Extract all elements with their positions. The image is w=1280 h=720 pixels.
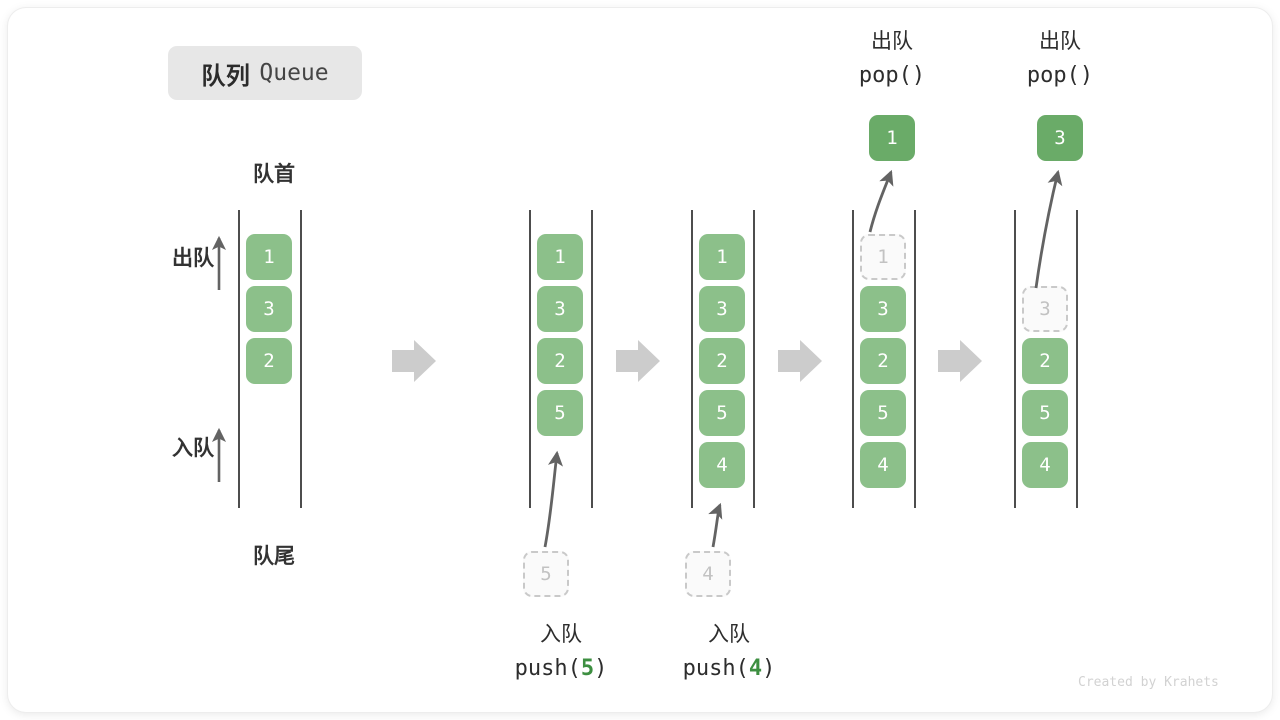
queue-cell: 3: [246, 286, 292, 332]
queue-rail-left: [238, 210, 240, 508]
operation-code: push(4): [682, 656, 776, 681]
queue-rail-right: [300, 210, 302, 508]
queue-rail-right: [753, 210, 755, 508]
queue-cell: 2: [860, 338, 906, 384]
queue-rail-left: [1014, 210, 1016, 508]
outgoing-ghost-cell: 3: [1022, 286, 1068, 332]
queue-cell: 1: [537, 234, 583, 280]
queue-cell: 4: [860, 442, 906, 488]
queue-cell: 2: [1022, 338, 1068, 384]
incoming-ghost-cell: 5: [523, 551, 569, 597]
dequeue-direction-label: 出队: [172, 247, 214, 270]
queue-rail-right: [1076, 210, 1078, 508]
queue-cell: 5: [699, 390, 745, 436]
operation-caption-push-5: 入队 push(5): [466, 618, 656, 686]
credit-text: Created by Krahets: [1078, 675, 1219, 690]
column-after-pop-1: 1 3 2 5 4: [828, 0, 948, 720]
queue-cell: 2: [537, 338, 583, 384]
queue-rail-left: [529, 210, 531, 508]
queue-cell: 5: [537, 390, 583, 436]
queue-cell: 3: [537, 286, 583, 332]
diagram-title-badge: 队列 Queue: [168, 46, 362, 100]
queue-rear-label: 队尾: [253, 545, 295, 568]
title-chinese: 队列: [201, 62, 251, 90]
column-after-push-5: 1 3 2 5 5: [505, 0, 625, 720]
queue-cell: 2: [246, 338, 292, 384]
queue-cell: 4: [699, 442, 745, 488]
operation-name: 出队: [871, 30, 913, 53]
queue-cell: 3: [860, 286, 906, 332]
queue-front-label: 队首: [253, 163, 295, 186]
operation-caption-pop-1: 出队 pop(): [797, 25, 987, 93]
operation-code: pop(): [1026, 63, 1094, 88]
column-initial-queue: 队首 1 3 2 队尾: [214, 0, 334, 720]
queue-cell: 4: [1022, 442, 1068, 488]
queue-cell: 1: [699, 234, 745, 280]
operation-name: 入队: [708, 623, 750, 646]
operation-name: 入队: [540, 623, 582, 646]
queue-rail-left: [852, 210, 854, 508]
queue-cell: 5: [1022, 390, 1068, 436]
column-after-pop-3: 3 2 5 4: [990, 0, 1110, 720]
queue-rail-right: [914, 210, 916, 508]
right-block-arrow-icon: [392, 340, 436, 382]
incoming-ghost-cell: 4: [685, 551, 731, 597]
outgoing-ghost-cell: 1: [860, 234, 906, 280]
operation-code: pop(): [858, 63, 926, 88]
operation-code: push(5): [514, 656, 608, 681]
queue-cell: 5: [860, 390, 906, 436]
operation-caption-pop-3: 出队 pop(): [965, 25, 1155, 93]
popped-cell-1: 1: [869, 115, 915, 161]
operation-caption-push-4: 入队 push(4): [634, 618, 824, 686]
queue-cell: 3: [699, 286, 745, 332]
queue-rail-left: [691, 210, 693, 508]
popped-cell-3: 3: [1037, 115, 1083, 161]
column-after-push-4: 1 3 2 5 4 4: [667, 0, 787, 720]
operation-name: 出队: [1039, 30, 1081, 53]
title-english: Queue: [259, 60, 329, 86]
enqueue-direction-label: 入队: [172, 437, 214, 460]
queue-rail-right: [591, 210, 593, 508]
queue-cell: 2: [699, 338, 745, 384]
queue-cell: 1: [246, 234, 292, 280]
